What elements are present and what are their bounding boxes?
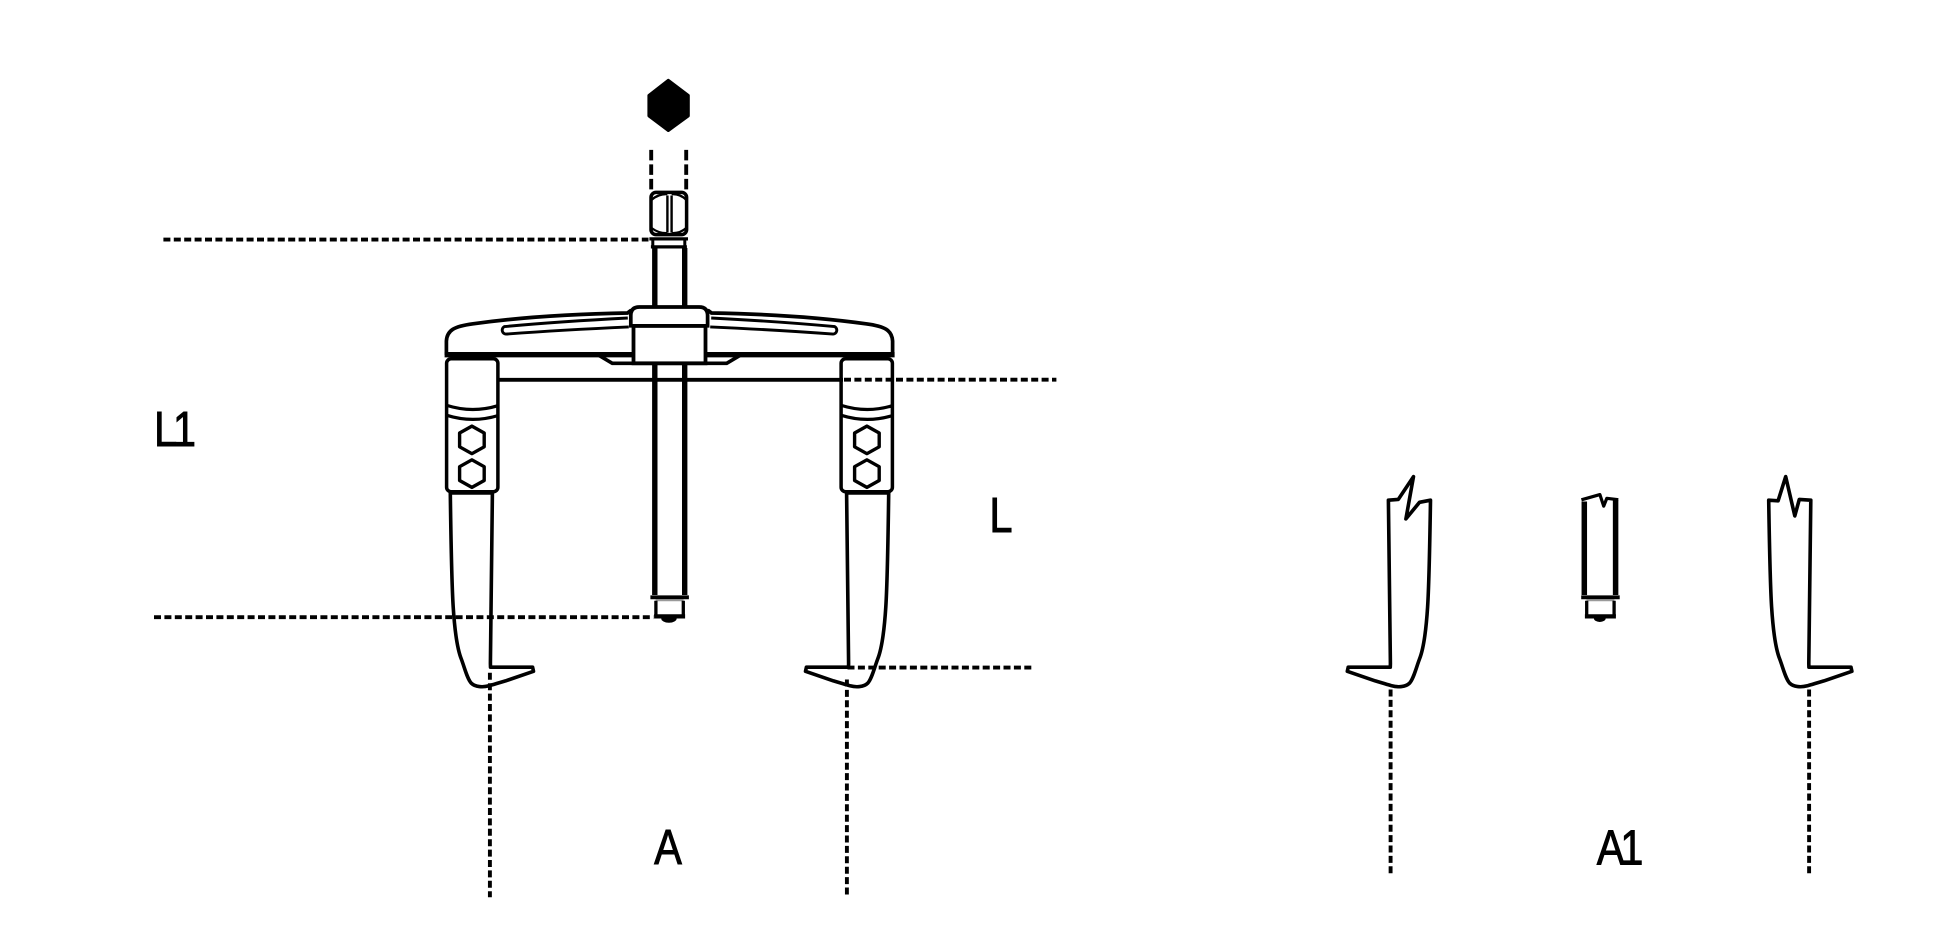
svg-text:A: A bbox=[654, 820, 682, 875]
svg-text:L: L bbox=[989, 488, 1012, 543]
svg-text:A1: A1 bbox=[1597, 820, 1643, 875]
svg-text:L1: L1 bbox=[154, 402, 195, 457]
